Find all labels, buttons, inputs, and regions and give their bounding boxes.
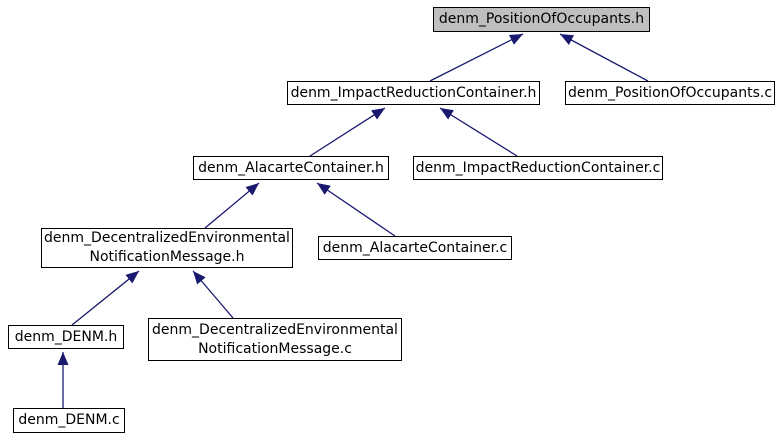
- node-denm_PositionOfOccupants.c[interactable]: denm_PositionOfOccupants.c: [565, 81, 775, 105]
- node-denm_ImpactReductionContainer.h[interactable]: denm_ImpactReductionContainer.h: [287, 81, 540, 105]
- include-edge: [429, 33, 524, 82]
- node-denm_DENM.h[interactable]: denm_DENM.h: [8, 325, 124, 349]
- include-edge: [71, 270, 140, 326]
- node-denm_DENM.c[interactable]: denm_DENM.c: [13, 408, 125, 433]
- include-edge: [559, 33, 649, 82]
- node-denm_DecentralizedEnvironmentalNotificationMessage.c[interactable]: denm_DecentralizedEnvironmental Notifica…: [148, 318, 402, 361]
- node-denm_AlacarteContainer.c[interactable]: denm_AlacarteContainer.c: [318, 236, 512, 260]
- include-edge: [309, 107, 386, 157]
- node-denm_ImpactReductionContainer.c[interactable]: denm_ImpactReductionContainer.c: [413, 156, 663, 180]
- node-denm_AlacarteContainer.h[interactable]: denm_AlacarteContainer.h: [193, 156, 389, 180]
- include-edge: [439, 107, 518, 157]
- include-edge: [316, 182, 396, 237]
- include-edge: [192, 270, 234, 319]
- include-edge: [204, 182, 260, 229]
- node-denm_PositionOfOccupants.h: denm_PositionOfOccupants.h: [433, 7, 650, 32]
- node-denm_DecentralizedEnvironmentalNotificationMessage.h[interactable]: denm_DecentralizedEnvironmental Notifica…: [41, 228, 293, 268]
